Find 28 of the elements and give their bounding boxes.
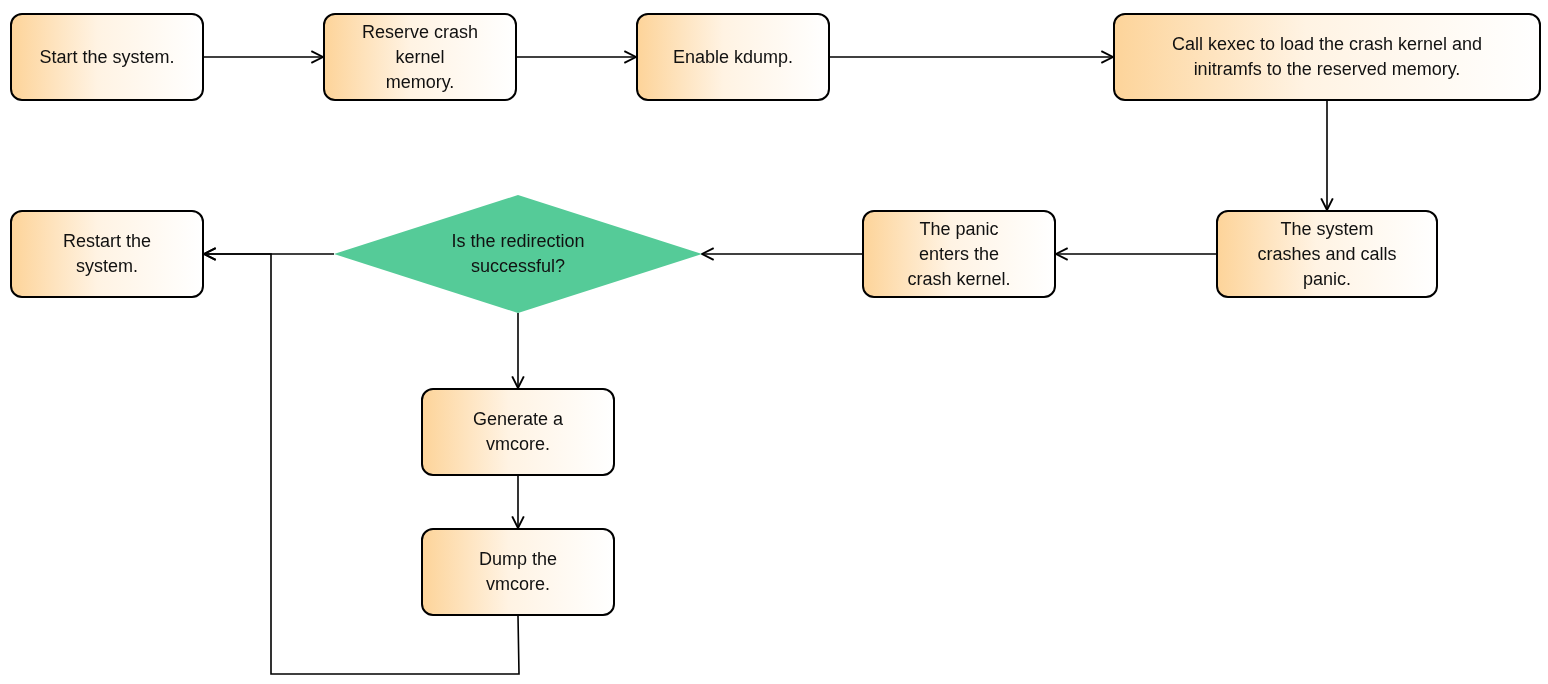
- step-text: Restart the system.: [61, 230, 152, 278]
- process-box: [323, 13, 517, 101]
- step-text: Call kexec to load the crash kernel and initramfs to the reserved memory.: [1170, 33, 1484, 81]
- arrow: [511, 312, 525, 389]
- step-text: The panic enters the crash kernel.: [906, 217, 1012, 291]
- arrow: [1055, 247, 1217, 261]
- arrow: [203, 50, 324, 64]
- step-text: Generate a vmcore.: [471, 408, 565, 456]
- decision-text: Is the redirection successful?: [450, 230, 586, 278]
- step-text: Reserve crash kernel memory.: [360, 20, 479, 94]
- process-box: [1113, 13, 1541, 101]
- arrow: [516, 50, 637, 64]
- process-box: [862, 210, 1056, 298]
- process-box: [421, 388, 615, 476]
- step-text: Start the system.: [39, 45, 175, 69]
- arrow: [1320, 100, 1334, 211]
- arrow: [203, 247, 520, 675]
- arrow: [701, 247, 863, 261]
- step-text: The system crashes and calls panic.: [1256, 217, 1398, 291]
- process-box: [636, 13, 830, 101]
- arrow: [829, 50, 1114, 64]
- process-box: [421, 528, 615, 616]
- process-box: [10, 210, 204, 298]
- process-box: [10, 13, 204, 101]
- step-text: Dump the vmcore.: [477, 548, 558, 596]
- step-text: Enable kdump.: [672, 45, 794, 69]
- arrow: [511, 475, 525, 529]
- process-box: [1216, 210, 1438, 298]
